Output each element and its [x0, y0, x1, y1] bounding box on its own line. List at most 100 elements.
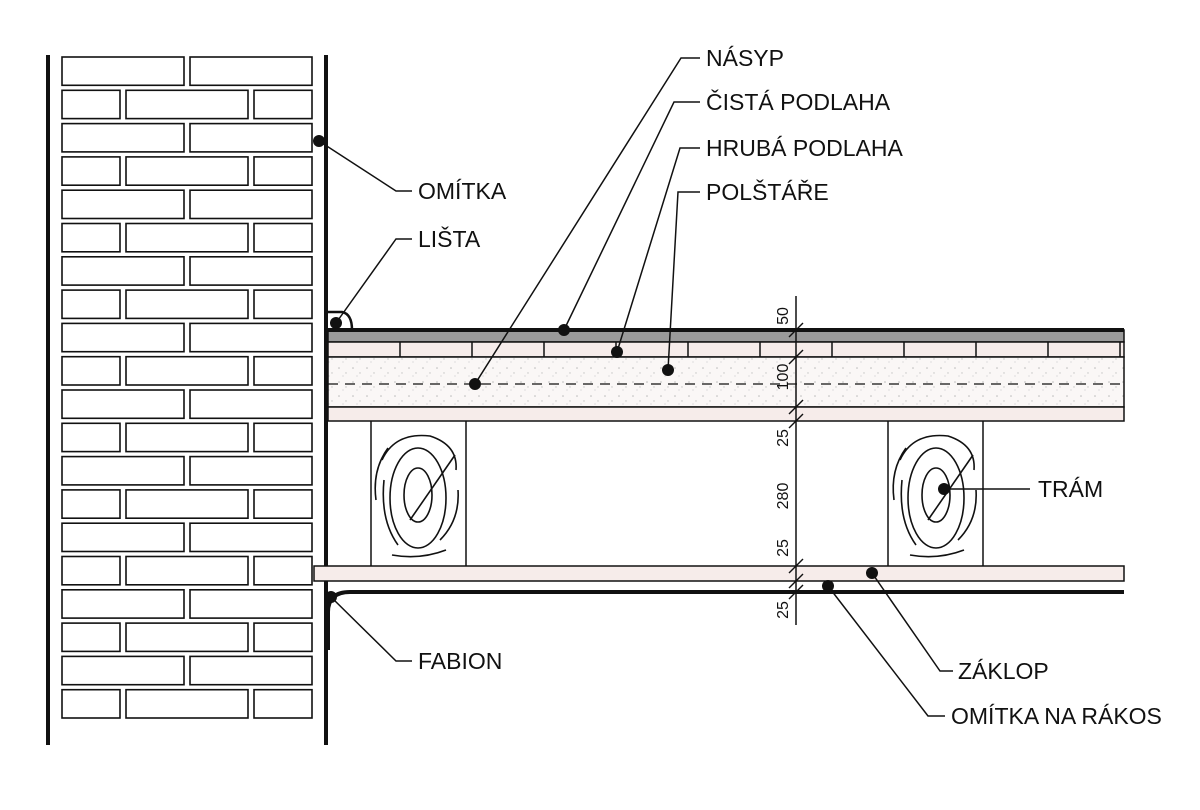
brick [61, 122, 185, 153]
brick [61, 455, 185, 486]
dimension-tick [788, 584, 804, 600]
brick [61, 322, 185, 353]
brick [125, 489, 249, 519]
brick [61, 522, 185, 553]
leader-nasyp [474, 57, 700, 385]
brick [61, 189, 185, 220]
dot-hruba-podlaha [611, 346, 623, 358]
label-nasyp: NÁSYP [706, 45, 784, 71]
brick [125, 422, 249, 453]
dim-25-c: 25 [775, 601, 792, 619]
leader-omitka [318, 140, 412, 192]
label-fabion: FABION [418, 648, 502, 674]
dot-omitka-na-rakos [822, 580, 834, 592]
brick [189, 255, 313, 286]
dimension-tick [788, 413, 804, 429]
beam-right [892, 434, 977, 558]
brick [253, 688, 313, 719]
polstare-board [327, 406, 1125, 422]
brick [189, 122, 313, 153]
brick [61, 89, 121, 120]
dot-fabion [325, 591, 337, 603]
label-omitka: OMÍTKA [418, 178, 507, 204]
brick [189, 322, 313, 353]
dim-25-a: 25 [775, 429, 792, 447]
dimension-tick [788, 322, 804, 338]
brick [125, 622, 249, 653]
brick [125, 688, 249, 719]
brick [61, 255, 185, 286]
brick [253, 156, 313, 186]
brick [125, 89, 249, 120]
brick-wall [46, 55, 328, 745]
label-polstare: POLŠTÁŘE [706, 178, 829, 205]
dimension-tick [788, 349, 804, 365]
brick [125, 289, 249, 320]
leader-cista-podlaha [563, 101, 700, 331]
brick [189, 522, 313, 553]
label-hruba-podlaha: HRUBÁ PODLAHA [706, 135, 903, 161]
brick [253, 89, 313, 120]
floor-layers [313, 310, 1125, 650]
brick [61, 289, 121, 320]
leader-fabion [330, 596, 412, 662]
dim-25-b: 25 [775, 539, 792, 557]
brick [125, 156, 249, 186]
dot-nasyp [469, 378, 481, 390]
dim-280: 280 [775, 483, 792, 510]
brick [61, 222, 121, 253]
lista-profile [328, 310, 354, 331]
omitka-na-rakos-line [326, 590, 1124, 650]
beam-left [374, 434, 459, 558]
brick [125, 555, 249, 586]
brick [61, 655, 185, 686]
dot-omitka [313, 135, 325, 147]
zaklop-layer [313, 565, 1125, 582]
dot-tram [938, 483, 950, 495]
brick [61, 555, 121, 586]
label-zaklop: ZÁKLOP [958, 658, 1049, 684]
brick [253, 555, 313, 586]
hruba-podlaha-layer [327, 341, 1125, 358]
dimension-tick [788, 399, 804, 415]
brick [61, 389, 185, 420]
dot-zaklop [866, 567, 878, 579]
brick [253, 222, 313, 253]
brick [61, 156, 121, 186]
brick [61, 489, 121, 519]
brick [253, 489, 313, 519]
brick [61, 422, 121, 453]
dimension-axis: 50 100 25 280 25 25 [775, 296, 804, 625]
brick [61, 688, 121, 719]
brick [61, 622, 121, 653]
brick [189, 588, 313, 619]
brick [189, 655, 313, 686]
nasyp-layer [327, 356, 1125, 408]
brick [189, 455, 313, 486]
brick [253, 422, 313, 453]
dim-50: 50 [775, 307, 792, 325]
leader-zaklop [871, 572, 953, 672]
leader-hruba-podlaha [616, 147, 700, 353]
label-omitka-na-rakos: OMÍTKA NA RÁKOS [951, 703, 1162, 729]
brick [189, 389, 313, 420]
label-tram: TRÁM [1038, 476, 1103, 502]
dimension-tick [788, 573, 804, 589]
brick [253, 289, 313, 320]
dot-lista [330, 317, 342, 329]
brick [125, 222, 249, 253]
leader-lista [335, 238, 412, 324]
brick [61, 355, 121, 386]
brick [61, 588, 185, 619]
brick [125, 355, 249, 386]
leader-omitka-na-rakos [827, 585, 945, 717]
dot-polstare [662, 364, 674, 376]
brick [189, 56, 313, 87]
leader-polstare [667, 191, 700, 371]
dim-100: 100 [775, 364, 792, 391]
brick [253, 355, 313, 386]
label-lista: LIŠTA [418, 225, 481, 252]
dimension-tick [788, 558, 804, 574]
brick [61, 56, 185, 87]
